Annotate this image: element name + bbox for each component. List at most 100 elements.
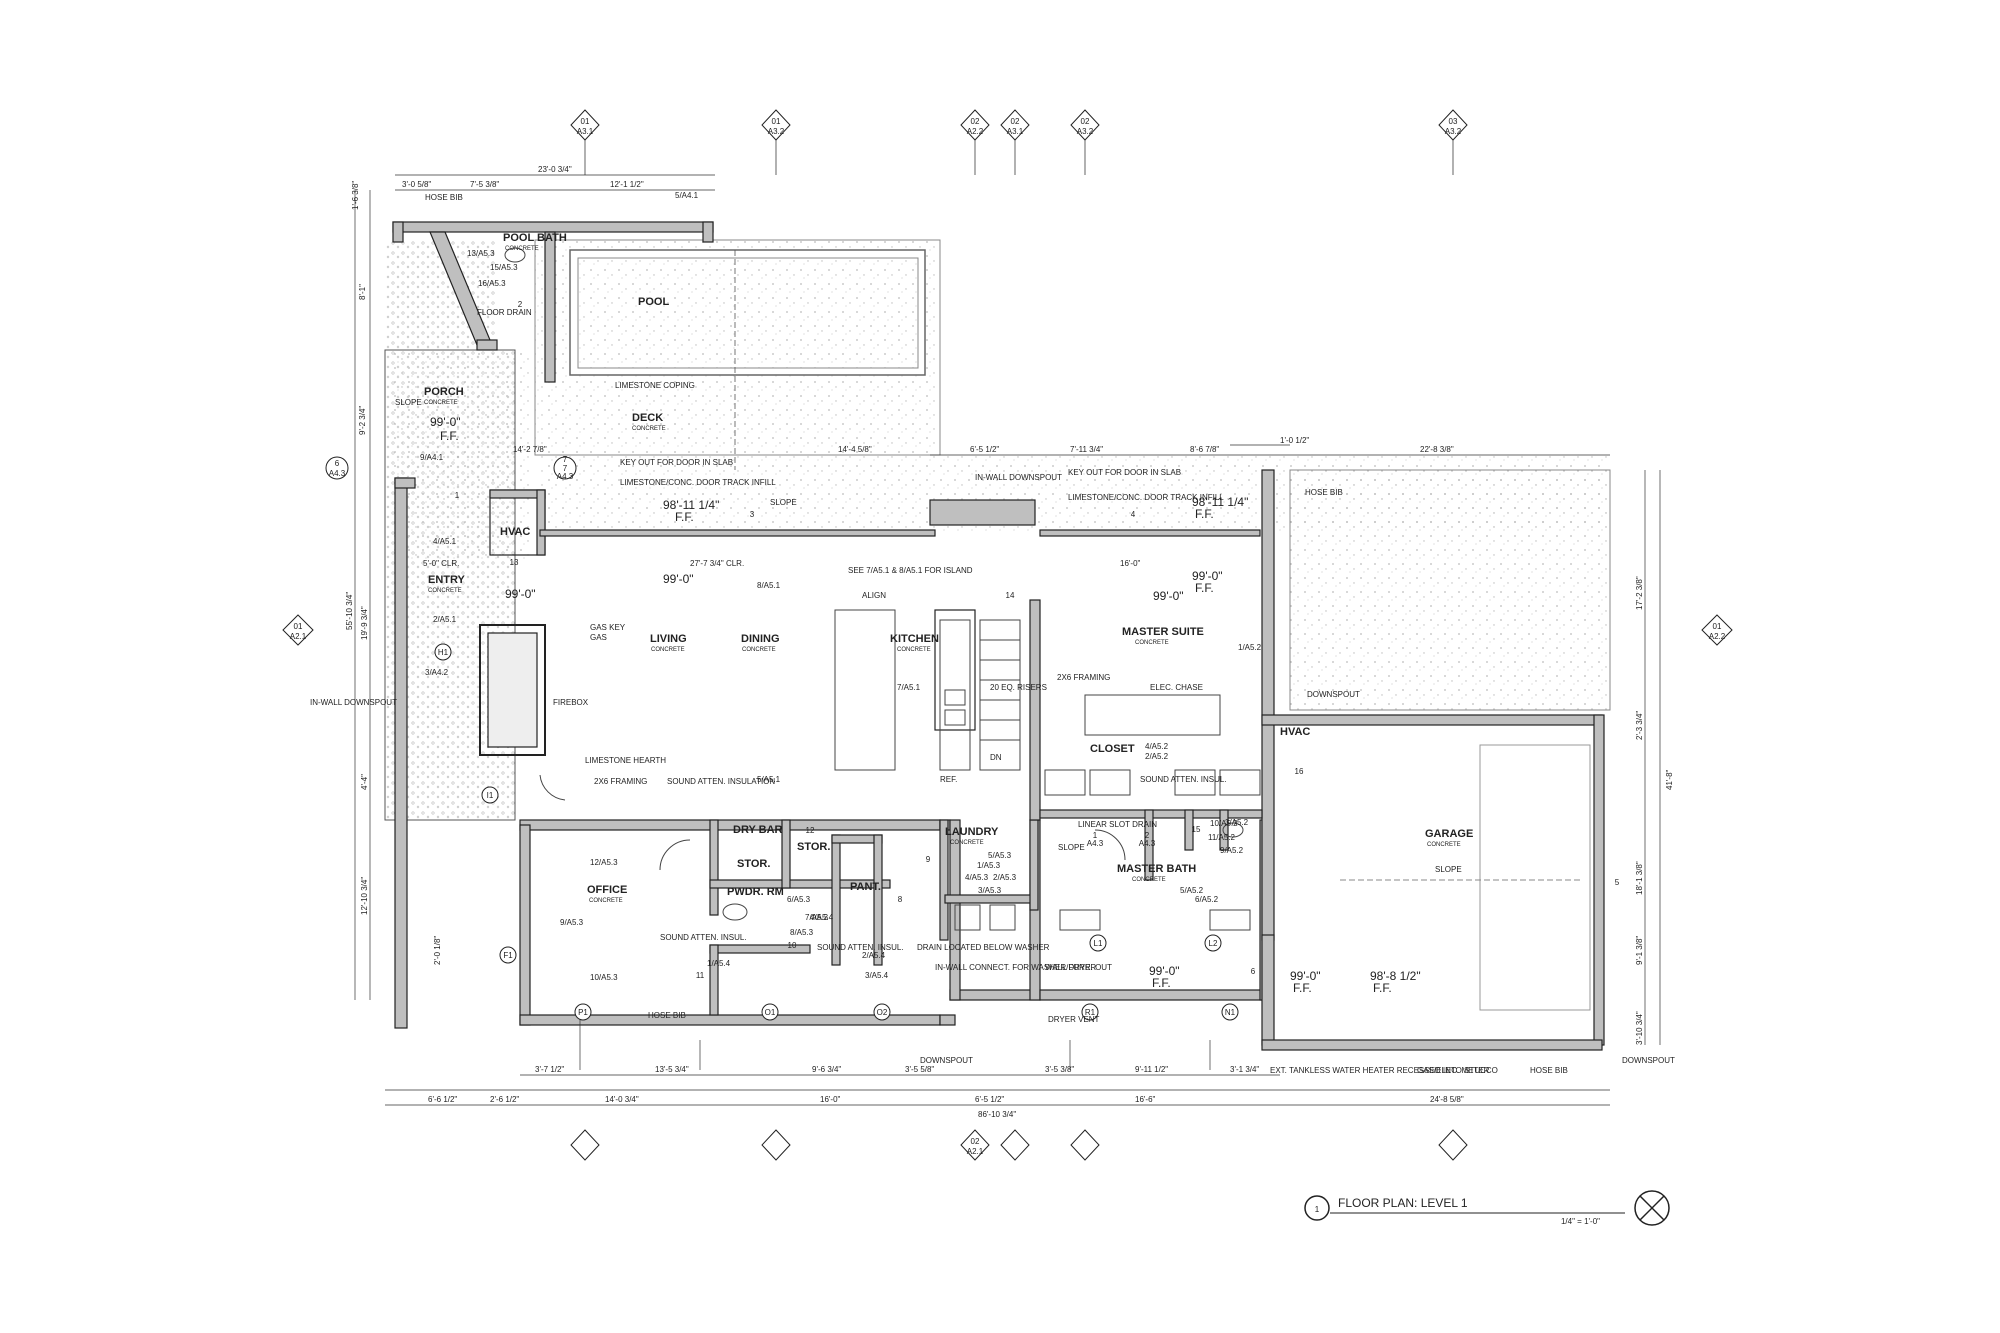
note-downspout-1: DOWNSPOUT	[1307, 690, 1360, 699]
section-marker-bot-1	[570, 1129, 600, 1161]
svg-text:CONCRETE: CONCRETE	[1135, 640, 1169, 646]
svg-text:2/A5.4: 2/A5.4	[862, 951, 886, 960]
svg-text:2/A5.3: 2/A5.3	[993, 873, 1017, 882]
svg-text:4/A5.2: 4/A5.2	[1145, 742, 1169, 751]
svg-text:3/A5.3: 3/A5.3	[978, 886, 1002, 895]
svg-text:19'-9 3/4": 19'-9 3/4"	[360, 606, 369, 640]
svg-text:F1: F1	[503, 951, 513, 960]
room-hvac: HVAC	[500, 526, 530, 538]
svg-text:14'-0 3/4": 14'-0 3/4"	[605, 1095, 639, 1104]
section-marker-right	[1701, 614, 1733, 646]
svg-text:16: 16	[1295, 767, 1304, 776]
walls	[392, 221, 1605, 1051]
svg-text:F.F.: F.F.	[1195, 507, 1214, 521]
svg-text:2/A5.2: 2/A5.2	[1145, 752, 1169, 761]
svg-text:02: 02	[971, 117, 980, 126]
svg-text:03: 03	[1449, 117, 1458, 126]
svg-text:11: 11	[696, 971, 705, 980]
room-entry: ENTRY	[428, 574, 466, 586]
svg-text:6'-6 1/2": 6'-6 1/2"	[428, 1095, 457, 1104]
svg-text:H1: H1	[438, 648, 449, 657]
elev-garage-1: 99'-0"	[1290, 969, 1321, 983]
svg-text:18'-1 3/8": 18'-1 3/8"	[1635, 861, 1644, 895]
section-marker-bot-4	[1000, 1129, 1030, 1161]
svg-text:5/A4.1: 5/A4.1	[675, 191, 699, 200]
note-limestone-hearth: LIMESTONE HEARTH	[585, 756, 666, 765]
svg-text:16'-0": 16'-0"	[1120, 559, 1141, 568]
note-20-risers: 20 EQ. RISERS	[990, 683, 1047, 692]
svg-text:3'-1 3/4": 3'-1 3/4"	[1230, 1065, 1259, 1074]
room-garage: GARAGE	[1425, 828, 1473, 840]
svg-text:R1: R1	[1085, 1008, 1096, 1017]
svg-text:9'-2 3/4": 9'-2 3/4"	[358, 406, 367, 435]
title-text: FLOOR PLAN: LEVEL 1	[1338, 1196, 1468, 1210]
note-washer-connect: IN-WALL CONNECT. FOR WASHER/DRYER	[935, 963, 1096, 972]
room-pool: POOL	[638, 296, 669, 308]
svg-text:2'-6 1/2": 2'-6 1/2"	[490, 1095, 519, 1104]
svg-text:CONCRETE: CONCRETE	[897, 647, 931, 653]
room-hvac-2: HVAC	[1280, 726, 1310, 738]
svg-text:2'-0 1/8": 2'-0 1/8"	[433, 936, 442, 965]
note-2x6-framing-1: 2X6 FRAMING	[594, 777, 647, 786]
room-pwdr-rm: PWDR. RM	[727, 886, 784, 898]
svg-text:A3.2: A3.2	[1445, 127, 1462, 136]
svg-text:12/A5.3: 12/A5.3	[590, 858, 618, 867]
note-2x6-framing-2: 2X6 FRAMING	[1057, 673, 1110, 682]
svg-text:I1: I1	[487, 791, 494, 800]
section-marker-6	[325, 456, 349, 480]
note-door-track: LIMESTONE/CONC. DOOR TRACK INFILL	[620, 478, 776, 487]
svg-text:F.F.: F.F.	[1373, 981, 1392, 995]
svg-text:01: 01	[772, 117, 781, 126]
elev-garage-2: 98'-8 1/2"	[1370, 969, 1421, 983]
section-marker-bot-2	[761, 1129, 791, 1161]
svg-text:N1: N1	[1225, 1008, 1236, 1017]
svg-text:22'-8 3/8": 22'-8 3/8"	[1420, 445, 1454, 454]
svg-text:55'-10 3/4": 55'-10 3/4"	[345, 592, 354, 630]
svg-text:02: 02	[1011, 117, 1020, 126]
note-door-track-2: LIMESTONE/CONC. DOOR TRACK INFILL	[1068, 493, 1224, 502]
svg-text:4: 4	[1131, 510, 1136, 519]
note-downspout-2: DOWNSPOUT	[920, 1056, 973, 1065]
svg-text:14: 14	[1006, 591, 1015, 600]
svg-text:1/A5.2: 1/A5.2	[1238, 643, 1262, 652]
section-marker-left	[282, 614, 314, 646]
svg-text:16'-6": 16'-6"	[1135, 1095, 1156, 1104]
svg-text:4/A5.1: 4/A5.1	[433, 537, 457, 546]
svg-text:A2.1: A2.1	[967, 1147, 984, 1156]
svg-text:10: 10	[788, 941, 797, 950]
svg-text:9: 9	[926, 855, 931, 864]
note-ref: REF.	[940, 775, 957, 784]
svg-text:99'-0": 99'-0"	[1153, 589, 1184, 603]
svg-text:5'-0" CLR.: 5'-0" CLR.	[423, 559, 459, 568]
svg-text:CONCRETE: CONCRETE	[651, 647, 685, 653]
section-marker-bot-5	[1070, 1129, 1100, 1161]
note-slope-1: SLOPE	[1058, 843, 1085, 852]
svg-text:41'-8": 41'-8"	[1665, 769, 1674, 790]
room-master-bath: MASTER BATH	[1117, 863, 1196, 875]
svg-text:17'-2 3/8": 17'-2 3/8"	[1635, 576, 1644, 610]
svg-text:6'-5 1/2": 6'-5 1/2"	[975, 1095, 1004, 1104]
svg-text:6: 6	[1251, 967, 1256, 976]
svg-text:3: 3	[750, 510, 755, 519]
svg-text:5/A5.3: 5/A5.3	[988, 851, 1012, 860]
note-gas: GAS	[590, 633, 607, 642]
section-marker-7	[553, 456, 577, 480]
svg-text:A2.2: A2.2	[967, 127, 984, 136]
svg-text:A4.3: A4.3	[1087, 839, 1104, 848]
svg-text:F.F.: F.F.	[1293, 981, 1312, 995]
svg-text:02: 02	[971, 1137, 980, 1146]
svg-text:12: 12	[806, 826, 815, 835]
svg-text:P1: P1	[578, 1008, 588, 1017]
room-laundry: LAUNDRY	[945, 826, 999, 838]
svg-text:7: 7	[563, 464, 568, 473]
elev-living: 99'-0"	[663, 572, 694, 586]
room-porch: PORCH	[424, 386, 464, 398]
svg-text:1'-0 1/2": 1'-0 1/2"	[1280, 436, 1309, 445]
note-sound-atten-2: SOUND ATTEN. INSUL.	[1140, 775, 1227, 784]
note-in-wall-downspout-2: IN-WALL DOWNSPOUT	[975, 473, 1062, 482]
svg-text:14'-2 7/8": 14'-2 7/8"	[513, 445, 547, 454]
svg-text:A2.2: A2.2	[1709, 632, 1726, 641]
room-living: LIVING	[650, 633, 687, 645]
svg-text:8/A5.1: 8/A5.1	[757, 581, 781, 590]
svg-text:12'-10 3/4": 12'-10 3/4"	[360, 877, 369, 915]
